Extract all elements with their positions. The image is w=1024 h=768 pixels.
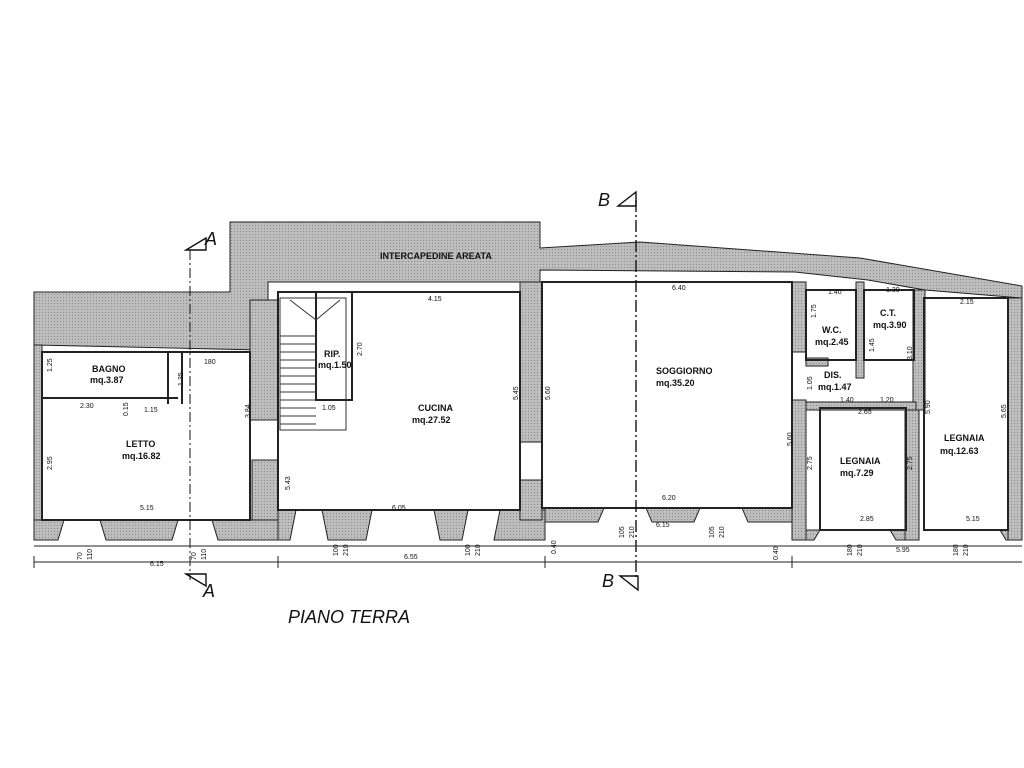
room-area-soggiorno: mq.35.20 (656, 378, 695, 388)
dim-label: 210 (719, 526, 726, 538)
wall-mass (33, 221, 1023, 541)
dim-label: 5.90 (925, 400, 932, 414)
room-name-wc: W.C. (822, 325, 842, 335)
dim-label: 5.95 (896, 547, 910, 554)
room-name-dis: DIS. (824, 370, 842, 380)
room-outlines (41, 281, 1009, 531)
dim-label: 105 (619, 526, 626, 538)
room-area-ct: mq.3.90 (873, 320, 907, 330)
dim-label: 180 (953, 544, 960, 556)
dim-label: 180 (847, 544, 854, 556)
dim-label: 2.75 (907, 456, 914, 470)
dim-label: 70 (191, 552, 198, 560)
dim-label: 2.85 (860, 516, 874, 523)
dim-label: 1.45 (869, 338, 876, 352)
vertical-dimensions: 1.25 1.35 0.15 3.84 2.95 5.43 2.70 5.45 … (47, 304, 1008, 560)
dim-label: 0.40 (773, 546, 780, 560)
dim-label: 6.55 (404, 554, 418, 561)
dim-label: 180 (204, 359, 216, 366)
staircase (279, 297, 347, 431)
dim-label: 105 (709, 526, 716, 538)
dim-label: 1.05 (322, 405, 336, 412)
dim-label: 5.45 (513, 386, 520, 400)
section-markers (183, 190, 639, 592)
dim-label: 210 (963, 544, 970, 556)
corridor-label: INTERCAPEDINE AREATA (380, 251, 492, 261)
dim-label: 5.65 (1001, 404, 1008, 418)
dim-label: 6.20 (662, 495, 676, 502)
dim-label: 2.65 (858, 409, 872, 416)
dim-label: 1.35 (178, 372, 185, 386)
section-label-b-bottom: B (602, 571, 614, 591)
dim-label: 5.60 (787, 432, 794, 446)
dim-label: 2.95 (47, 456, 54, 470)
dim-label: 3.84 (245, 404, 252, 418)
dim-label: 110 (201, 549, 208, 560)
dim-label: 2.30 (80, 403, 94, 410)
dim-label: 100 (465, 544, 472, 556)
dim-label: 5.15 (966, 516, 980, 523)
dim-label: 0.40 (551, 540, 558, 554)
room-area-dis: mq.1.47 (818, 382, 852, 392)
plan-title: PIANO TERRA (288, 607, 410, 627)
dim-label: 1.15 (144, 407, 158, 414)
dim-label: 210 (629, 526, 636, 538)
dim-label: 5.43 (285, 476, 292, 490)
dim-label: 210 (475, 544, 482, 556)
section-label-a-bottom: A (202, 581, 215, 601)
dim-label: 1.30 (886, 287, 900, 294)
dim-label: 110 (87, 549, 94, 560)
room-name-rip: RIP. (324, 349, 340, 359)
dim-label: 100 (333, 544, 340, 556)
dim-label: 70 (77, 552, 84, 560)
room-name-soggiorno: SOGGIORNO (656, 366, 713, 376)
room-name-legnaia-2: LEGNAIA (944, 433, 985, 443)
dim-label: 210 (343, 544, 350, 556)
dim-label: 6.15 (150, 561, 164, 568)
section-label-a-top: A (204, 229, 217, 249)
dim-label: 1.25 (47, 358, 54, 372)
dim-label: 1.40 (828, 289, 842, 296)
room-area-wc: mq.2.45 (815, 337, 849, 347)
dim-label: 6.05 (392, 505, 406, 512)
room-name-letto: LETTO (126, 439, 155, 449)
dim-label: 6.40 (672, 285, 686, 292)
room-area-rip: mq.1.50 (318, 360, 352, 370)
room-area-legnaia-2: mq.12.63 (940, 446, 979, 456)
room-area-legnaia-1: mq.7.29 (840, 468, 874, 478)
room-name-cucina: CUCINA (418, 403, 453, 413)
dim-label: 5.15 (140, 505, 154, 512)
dimension-line-bottom (33, 545, 1022, 568)
dim-label: 0.15 (123, 402, 130, 416)
dim-label: 210 (857, 544, 864, 556)
dim-label: 3.10 (907, 346, 914, 360)
room-area-letto: mq.16.82 (122, 451, 161, 461)
dim-label: 1.05 (807, 376, 814, 390)
dim-label: 2.70 (357, 342, 364, 356)
room-area-cucina: mq.27.52 (412, 415, 451, 425)
dim-label: 1.20 (880, 397, 894, 404)
dim-label: 2.15 (960, 299, 974, 306)
room-name-bagno: BAGNO (92, 364, 126, 374)
section-label-b-top: B (598, 190, 610, 210)
dim-label: 2.75 (807, 456, 814, 470)
room-area-bagno: mq.3.87 (90, 375, 124, 385)
dim-label: 5.60 (545, 386, 552, 400)
dim-label: 1.40 (840, 397, 854, 404)
dim-label: 4.15 (428, 296, 442, 303)
dim-label: 6.15 (656, 522, 670, 529)
room-name-legnaia-1: LEGNAIA (840, 456, 881, 466)
room-name-ct: C.T. (880, 308, 896, 318)
dim-label: 1.75 (811, 304, 818, 318)
